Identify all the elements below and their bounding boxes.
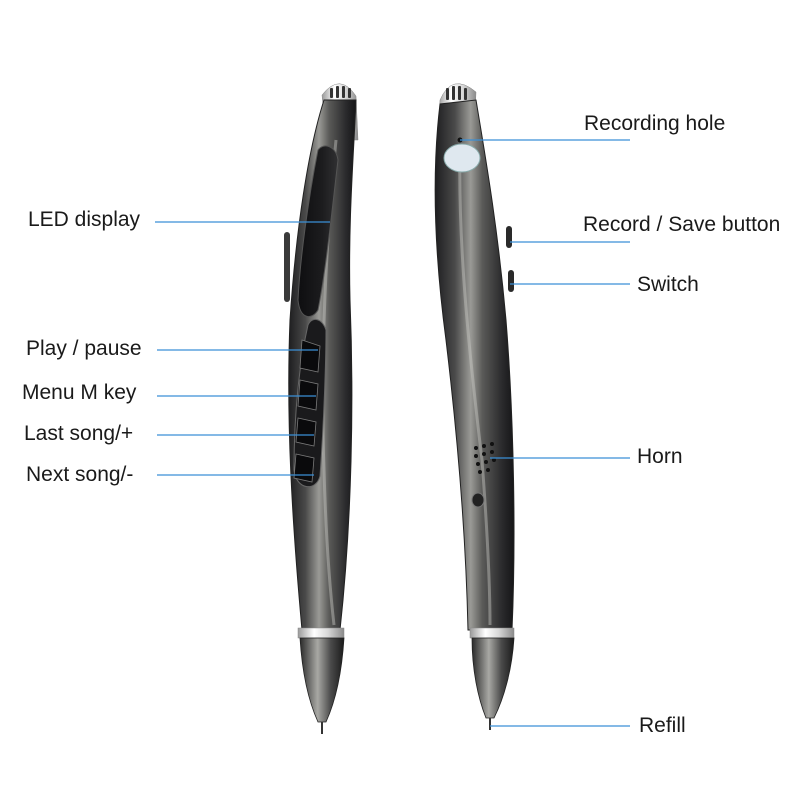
leader-lines <box>155 139 630 727</box>
led-display-screen <box>297 145 339 318</box>
label-last-song: Last song/+ <box>24 422 134 445</box>
right-pen-body <box>434 99 515 631</box>
left-pen-cap-vents <box>330 86 351 98</box>
horn-grille <box>474 442 496 474</box>
reset-dot <box>471 492 485 508</box>
right-pen <box>434 83 515 730</box>
label-record-save-button: Record / Save button <box>583 213 781 236</box>
left-pen-tip <box>299 637 345 723</box>
label-play-pause: Play / pause <box>26 337 142 360</box>
label-menu-m-key: Menu M key <box>22 381 137 404</box>
record-save-button-shape <box>506 226 512 248</box>
label-refill: Refill <box>639 714 686 737</box>
next-song-key <box>293 453 315 483</box>
label-next-song: Next song/- <box>26 463 134 486</box>
brand-badge <box>443 143 481 173</box>
play-pause-key <box>299 339 321 373</box>
menu-m-key <box>297 379 319 411</box>
label-recording-hole: Recording hole <box>584 112 726 135</box>
right-pen-cap-vents <box>446 86 467 100</box>
left-pen-chrome-ring <box>297 627 345 639</box>
switch-shape <box>508 270 514 292</box>
right-pen-chrome-ring <box>469 627 515 639</box>
label-horn: Horn <box>637 445 683 468</box>
label-switch: Switch <box>637 273 699 296</box>
last-song-key <box>295 417 317 447</box>
left-pen-side-nub <box>284 232 290 302</box>
left-pen <box>284 83 359 734</box>
right-pen-tip <box>471 637 515 719</box>
label-led-display: LED display <box>28 208 141 231</box>
